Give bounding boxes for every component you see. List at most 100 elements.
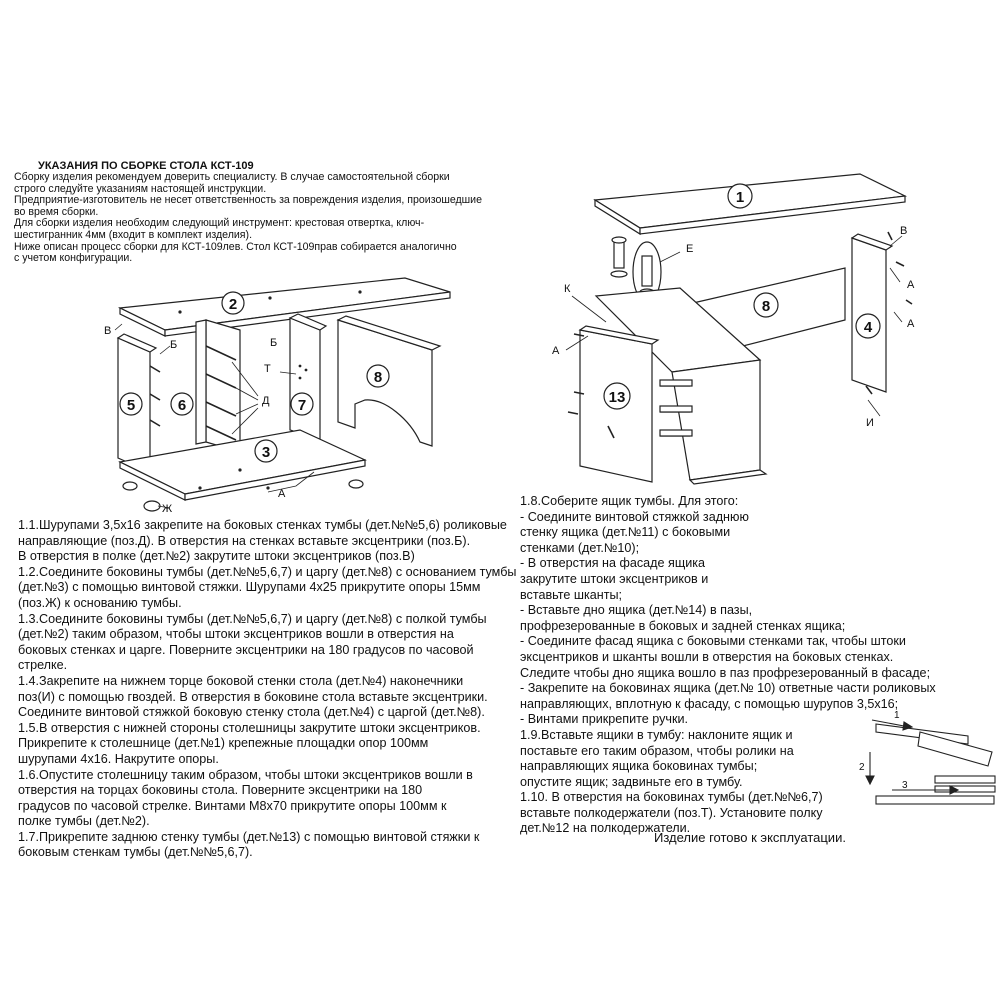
part-marker-8 <box>366 364 390 388</box>
right-steps: 1.8.Соберите ящик тумбы. Для этого: - Со… <box>520 494 936 837</box>
arrow-head <box>949 785 960 795</box>
intro-line: с учетом конфигурации. <box>14 252 133 265</box>
drawer-fronts <box>659 379 693 437</box>
part-number: 6 <box>178 397 186 414</box>
letter-labels: В Е К А А А И <box>552 225 915 429</box>
step-line: опустите ящик; задвиньте его в тумбу. <box>520 774 743 789</box>
letter-label: Т <box>264 363 271 375</box>
step-number: 3 <box>902 780 908 791</box>
step-line: Прикрепите к столешнице (дет.№1) крепежн… <box>18 736 429 751</box>
step-line: 1.6.Опустите столешницу таким образом, ч… <box>18 767 473 782</box>
intro-line: строго следуйте указаниям настоящей инст… <box>14 182 267 195</box>
part-number: 7 <box>298 397 306 414</box>
shelf-edge <box>164 291 451 337</box>
side-wall-edge <box>116 333 158 353</box>
left-steps: 1.1.Шурупами 3,5х16 закрепите на боковых… <box>18 518 516 861</box>
step-line: отверстия на торцах боковины стола. Пове… <box>18 783 423 798</box>
side-wall-edge <box>288 313 328 331</box>
step-line: боковых стенках и царге. Поверните эксце… <box>18 642 474 657</box>
step-number: 2 <box>859 762 865 773</box>
step-line: дет.№12 на полкодержатели. <box>520 821 691 836</box>
support-post-base <box>610 270 628 278</box>
letter-label: Д <box>262 395 270 407</box>
final-note: Изделие готово к эксплуатации. <box>654 830 846 845</box>
intro-line: шестигранник 4мм (входит в комплект изде… <box>14 228 253 241</box>
step-line: 1.3.Соедините боковины тумбы (дет.№№5,6,… <box>18 611 487 626</box>
step-line: стенку ящика (дет.№11) с боковыми <box>520 525 731 540</box>
tabletop-edge <box>639 195 906 235</box>
letter-label: Ж <box>162 503 172 515</box>
arrow-head <box>902 721 914 731</box>
step-line: профрезерованные в боковых и задней стен… <box>520 618 846 633</box>
part-marker-2 <box>221 291 245 315</box>
part-number: 5 <box>127 397 135 414</box>
step-line: 1.2.Соедините боковины тумбы (дет.№№5,6,… <box>18 564 517 579</box>
step-line: 1.5.В отверстия с нижней стороны столешн… <box>18 720 481 735</box>
step-line: вставьте полкодержатели (поз.Т). Установ… <box>520 805 823 820</box>
part-number: 4 <box>864 319 873 336</box>
part-number: 1 <box>736 189 744 206</box>
hardware-dots <box>178 290 362 490</box>
step-line: закрутите штоки эксцентриков и <box>520 571 709 586</box>
drawer-rail <box>934 785 996 793</box>
step-line: 1.1.Шурупами 3,5х16 закрепите на боковых… <box>18 518 507 532</box>
intro-line: Предприятие-изготовитель не несет ответс… <box>14 194 482 207</box>
part-marker-4 <box>855 313 881 339</box>
drawer-runners <box>149 345 237 441</box>
part-marker-1 <box>727 183 753 209</box>
pedestal-plinth <box>688 469 768 485</box>
screws <box>567 231 913 439</box>
letter-label: А <box>907 279 915 291</box>
letter-label: И <box>866 417 874 429</box>
step-line: - Винтами прикрепите ручки. <box>520 712 689 727</box>
step-line: 1.7.Прикрепите заднюю стенку тумбы (дет.… <box>18 829 480 844</box>
step-line: Следите чтобы дно ящика вошло в паз проф… <box>520 665 931 680</box>
back-wall-edge <box>578 325 660 345</box>
support-post-detail <box>641 255 653 287</box>
part-number: 2 <box>229 296 237 313</box>
step-line: направляющих ящика боковинах тумбы; <box>520 759 758 774</box>
step-line: В отверстия в полке (дет.№2) закрутите ш… <box>18 549 415 564</box>
part-number: 13 <box>609 389 626 406</box>
part-marker-6 <box>170 392 194 416</box>
step-numbers: 1 2 3 <box>859 710 908 791</box>
step-line: (поз.Ж) к основанию тумбы. <box>18 595 182 610</box>
part-numbers: 1 8 4 13 <box>609 189 873 406</box>
base-edge <box>184 459 366 501</box>
letter-label: А <box>552 345 560 357</box>
part-marker-7 <box>290 392 314 416</box>
step-line: - В отверстия на фасаде ящика <box>520 556 706 571</box>
drawer-tilted <box>917 731 993 767</box>
letter-label: А <box>278 488 286 500</box>
step-line: - Вставьте дно ящика (дет.№14) в пазы, <box>520 603 753 618</box>
part-number: 8 <box>762 298 770 315</box>
rail-edge <box>336 315 442 351</box>
drawer-handle <box>659 405 693 413</box>
letter-label: Е <box>686 243 693 255</box>
part-numbers: 2 5 6 7 8 3 <box>127 296 382 461</box>
step-line: направляющих, вплотную к фасаду, с помощ… <box>520 696 899 711</box>
part-number: 3 <box>262 444 270 461</box>
step-line: градусов по часовой стрелке. Винтами М8х… <box>18 798 447 813</box>
step-line: направляющие (поз.Д). В отверстия на сте… <box>18 533 471 548</box>
step-line: - Закрепите на боковинах ящика (дет.№ 10… <box>520 681 936 696</box>
step-line: полке тумбы (дет.№2). <box>18 814 150 829</box>
step-line: поставьте его таким образом, чтобы ролик… <box>520 743 794 758</box>
step-line: 1.9.Вставьте ящики в тумбу: наклоните ящ… <box>520 727 793 742</box>
leader-lines <box>565 235 903 417</box>
support-foot <box>122 481 138 491</box>
step-line: 1.10. В отверстия на боковинах тумбы (де… <box>520 790 823 805</box>
letter-label: К <box>564 283 571 295</box>
side-wall-edge <box>850 233 894 251</box>
step-line: стенками (дет.№10); <box>520 540 640 555</box>
step-line: 1.8.Соберите ящик тумбы. Для этого: <box>520 494 739 508</box>
letter-label: Б <box>170 339 177 351</box>
drawer-handle <box>659 429 693 437</box>
support-foot <box>348 479 364 489</box>
step-line: (дет.№2) таким образом, чтобы штоки эксц… <box>18 627 454 642</box>
letter-labels: В Б Б Т Д А Ж <box>104 325 286 515</box>
side-wall-edge <box>195 319 207 445</box>
part-circles <box>119 291 390 463</box>
